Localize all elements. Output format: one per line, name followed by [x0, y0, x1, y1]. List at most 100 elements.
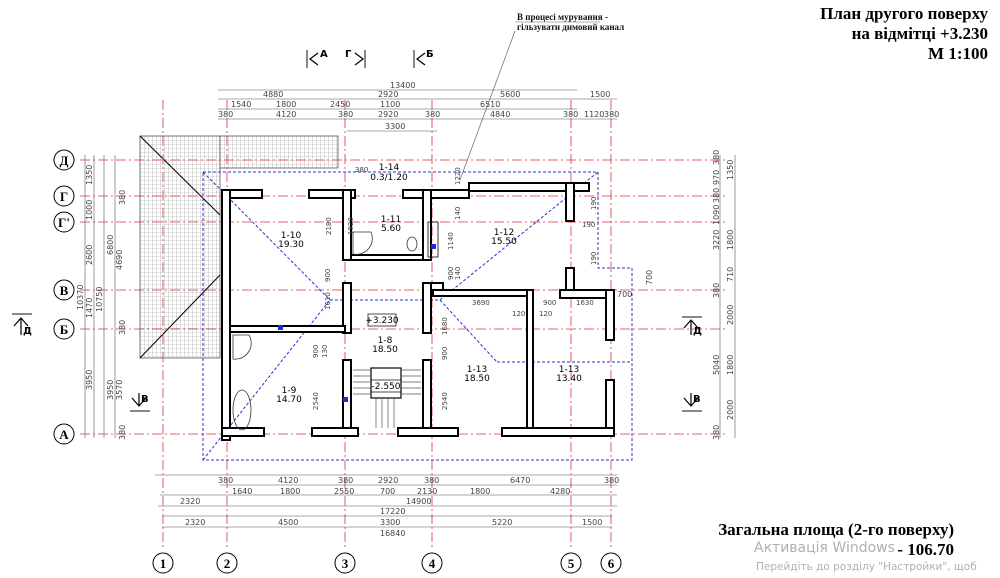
- section-labels: А Г Б Д Д В В: [23, 49, 702, 405]
- svg-text:190: 190: [582, 221, 595, 229]
- title-line-1: План другого поверху: [820, 4, 988, 23]
- svg-text:4500: 4500: [278, 518, 298, 527]
- svg-text:380: 380: [604, 476, 619, 485]
- svg-text:0.3/1.20: 0.3/1.20: [370, 173, 408, 183]
- svg-text:700: 700: [380, 487, 395, 496]
- svg-text:1-12: 1-12: [494, 228, 514, 238]
- svg-text:900: 900: [543, 299, 556, 307]
- svg-text:16840: 16840: [380, 529, 405, 538]
- svg-text:18.50: 18.50: [464, 374, 490, 384]
- svg-text:1-8: 1-8: [378, 336, 393, 346]
- svg-text:380: 380: [563, 110, 578, 119]
- svg-text:3300: 3300: [380, 518, 400, 527]
- svg-text:1500: 1500: [582, 518, 602, 527]
- svg-text:6800: 6800: [106, 235, 115, 255]
- svg-text:1220: 1220: [454, 167, 462, 185]
- svg-text:6510: 6510: [480, 100, 500, 109]
- svg-text:3220: 3220: [712, 230, 721, 250]
- total-area-label: Загальна площа (2-го поверху): [718, 520, 954, 539]
- svg-text:5040: 5040: [712, 355, 721, 375]
- chimney-marker-2: [343, 397, 348, 402]
- svg-text:10370: 10370: [76, 285, 85, 310]
- svg-text:3690: 3690: [472, 299, 490, 307]
- svg-text:14900: 14900: [406, 497, 431, 506]
- svg-text:1470: 1470: [85, 298, 94, 318]
- svg-text:2320: 2320: [180, 497, 200, 506]
- svg-text:380: 380: [118, 320, 127, 335]
- right-dimensions: 380 970 380 1090 3220 380 5040 380 1350 …: [617, 150, 735, 440]
- svg-text:4: 4: [429, 556, 436, 571]
- svg-text:Г': Г': [58, 215, 70, 230]
- total-area-value: - 106.70: [897, 540, 954, 559]
- svg-text:1-9: 1-9: [282, 386, 297, 396]
- svg-text:140: 140: [454, 207, 462, 220]
- svg-text:1-11: 1-11: [381, 215, 401, 225]
- svg-text:Б: Б: [426, 49, 434, 60]
- column-axis-markers: 1 2 3 4 5 6: [152, 552, 622, 574]
- svg-text:1800: 1800: [280, 487, 300, 496]
- svg-text:15.50: 15.50: [491, 237, 517, 247]
- svg-text:2920: 2920: [378, 110, 398, 119]
- svg-text:3950: 3950: [106, 380, 115, 400]
- svg-text:13400: 13400: [390, 81, 415, 90]
- title-line-2: на відмітці +3.230: [851, 24, 988, 43]
- note-leader-line: [459, 30, 516, 181]
- svg-text:2000: 2000: [726, 305, 735, 325]
- svg-text:1800: 1800: [726, 230, 735, 250]
- svg-text:1350: 1350: [85, 165, 94, 185]
- note-line-2: гільзувати димовий канал: [517, 22, 625, 32]
- svg-text:1140: 1140: [447, 232, 455, 250]
- svg-text:4120: 4120: [278, 476, 298, 485]
- svg-text:6470: 6470: [510, 476, 530, 485]
- section-marks: [12, 50, 702, 412]
- svg-text:3950: 3950: [85, 370, 94, 390]
- svg-text:5.60: 5.60: [381, 224, 401, 234]
- staircase: [353, 367, 421, 428]
- svg-text:710: 710: [726, 267, 735, 282]
- svg-text:380: 380: [712, 283, 721, 298]
- svg-text:2600: 2600: [85, 245, 94, 265]
- svg-text:1800: 1800: [276, 100, 296, 109]
- windows-activation-hint: Перейдіть до розділу "Настройки", щоб: [756, 561, 977, 573]
- svg-text:380: 380: [118, 190, 127, 205]
- svg-text:1800: 1800: [470, 487, 490, 496]
- svg-text:4840: 4840: [490, 110, 510, 119]
- svg-text:2320: 2320: [185, 518, 205, 527]
- chimney-marker-1: [278, 325, 283, 330]
- svg-text:1-10: 1-10: [281, 231, 302, 241]
- svg-text:380: 380: [218, 110, 233, 119]
- walls: [221, 182, 615, 441]
- svg-text:17220: 17220: [380, 507, 405, 516]
- svg-text:700: 700: [617, 290, 632, 299]
- svg-text:900: 900: [312, 345, 320, 358]
- svg-text:В: В: [693, 394, 701, 405]
- svg-text:380: 380: [218, 476, 233, 485]
- roof-hatch: [139, 135, 339, 359]
- left-dimensions: 1350 1000 2600 1470 3950 10370 10750 395…: [76, 165, 127, 440]
- svg-text:1500: 1500: [590, 90, 610, 99]
- svg-text:900: 900: [441, 347, 449, 360]
- svg-text:700: 700: [645, 270, 654, 285]
- svg-text:18.50: 18.50: [372, 345, 398, 355]
- svg-text:2450: 2450: [330, 100, 350, 109]
- svg-text:380: 380: [338, 476, 353, 485]
- svg-text:1540: 1540: [231, 100, 251, 109]
- svg-text:970: 970: [712, 170, 721, 185]
- svg-text:120: 120: [512, 310, 525, 318]
- svg-text:В: В: [60, 283, 69, 298]
- svg-text:1800: 1800: [726, 355, 735, 375]
- svg-text:1090: 1090: [712, 205, 721, 225]
- svg-text:1-13: 1-13: [559, 365, 579, 375]
- svg-text:А: А: [59, 427, 69, 442]
- floor-level-box: [367, 313, 397, 327]
- top-dimensions: 13400 1500 4880 2920 5600 1540 1800 2450…: [218, 81, 619, 131]
- svg-text:1-14: 1-14: [379, 163, 400, 173]
- chimney-note: В процесі мурування - гільзувати димовий…: [517, 12, 624, 32]
- svg-text:1-13: 1-13: [467, 365, 487, 375]
- svg-text:2550: 2550: [334, 487, 354, 496]
- svg-text:1920: 1920: [347, 217, 355, 235]
- svg-text:4690: 4690: [115, 250, 124, 270]
- svg-text:3: 3: [342, 556, 349, 571]
- svg-text:1000: 1000: [85, 200, 94, 220]
